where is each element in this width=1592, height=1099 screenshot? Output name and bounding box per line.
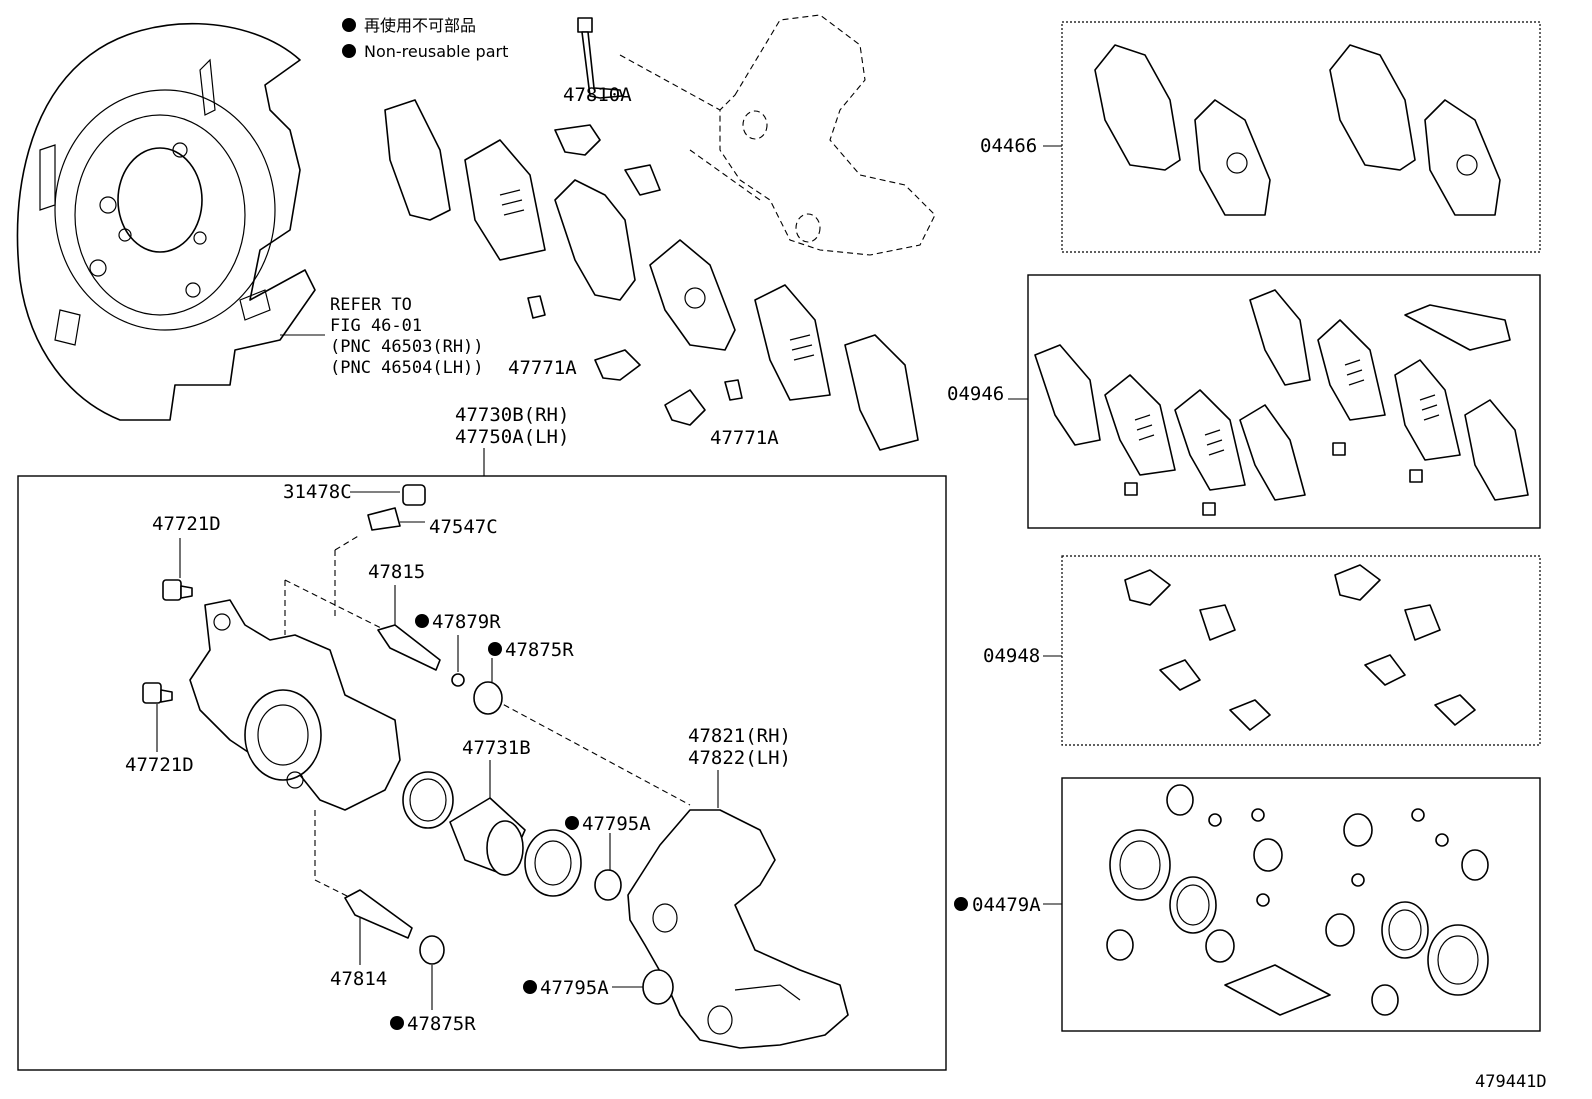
label-47771A-a: 47771A <box>508 357 577 379</box>
non-reusable-dot-icon <box>488 642 502 656</box>
legend-en: Non-reusable part <box>364 42 508 61</box>
caliper-assembly-group: 47730B(RH) 47750A(LH) 31478C 47547C 4772… <box>17 404 947 1071</box>
label-47771A-b: 47771A <box>710 427 779 449</box>
figure-number: 479441D <box>1475 1072 1547 1092</box>
non-reusable-dot-icon <box>342 44 356 58</box>
label-47814: 47814 <box>330 968 387 990</box>
refer-line1: REFER TO <box>330 295 412 315</box>
top-pads-group: 47810A 47771A 47771A <box>384 14 936 451</box>
refer-line2: FIG 46-01 <box>330 316 422 336</box>
label-47721D-b: 47721D <box>125 754 194 776</box>
label-47822: 47822(LH) <box>688 747 791 769</box>
label-47547C: 47547C <box>429 516 498 538</box>
non-reusable-dot-icon <box>415 614 429 628</box>
kit-04466: 04466 <box>980 21 1541 253</box>
label-47721D-a: 47721D <box>152 513 221 535</box>
label-47815: 47815 <box>368 561 425 583</box>
label-04479A: 04479A <box>972 894 1041 916</box>
kit-04948: 04948 <box>983 555 1541 746</box>
caliper-assembly-box <box>17 475 947 1071</box>
refer-note: REFER TO FIG 46-01 (PNC 46503(RH)) (PNC … <box>280 295 484 378</box>
non-reusable-dot-icon <box>390 1016 404 1030</box>
label-47821: 47821(RH) <box>688 725 791 747</box>
kit-04479A: 04479A <box>954 777 1541 1032</box>
label-47731B: 47731B <box>462 737 531 759</box>
label-04946: 04946 <box>947 383 1004 405</box>
dust-cover-backing-plate <box>16 22 316 421</box>
label-04466: 04466 <box>980 135 1037 157</box>
kit-04946: 04946 <box>947 274 1541 529</box>
label-47750A: 47750A(LH) <box>455 426 569 448</box>
label-47875R-a: 47875R <box>505 639 574 661</box>
label-47879R: 47879R <box>432 611 501 633</box>
legend: 再使用不可部品 Non-reusable part <box>342 16 508 61</box>
label-47795A-a: 47795A <box>582 813 651 835</box>
label-31478C: 31478C <box>283 481 352 503</box>
label-04948: 04948 <box>983 645 1040 667</box>
label-47730B: 47730B(RH) <box>455 404 569 426</box>
non-reusable-dot-icon <box>523 980 537 994</box>
non-reusable-dot-icon <box>565 816 579 830</box>
legend-jp: 再使用不可部品 <box>364 16 476 35</box>
refer-line3: (PNC 46503(RH)) <box>330 337 484 357</box>
label-47795A-b: 47795A <box>540 977 609 999</box>
non-reusable-dot-icon <box>954 897 968 911</box>
refer-line4: (PNC 46504(LH)) <box>330 358 484 378</box>
label-47875R-b: 47875R <box>407 1013 476 1035</box>
non-reusable-dot-icon <box>342 18 356 32</box>
label-47810A: 47810A <box>563 84 632 106</box>
